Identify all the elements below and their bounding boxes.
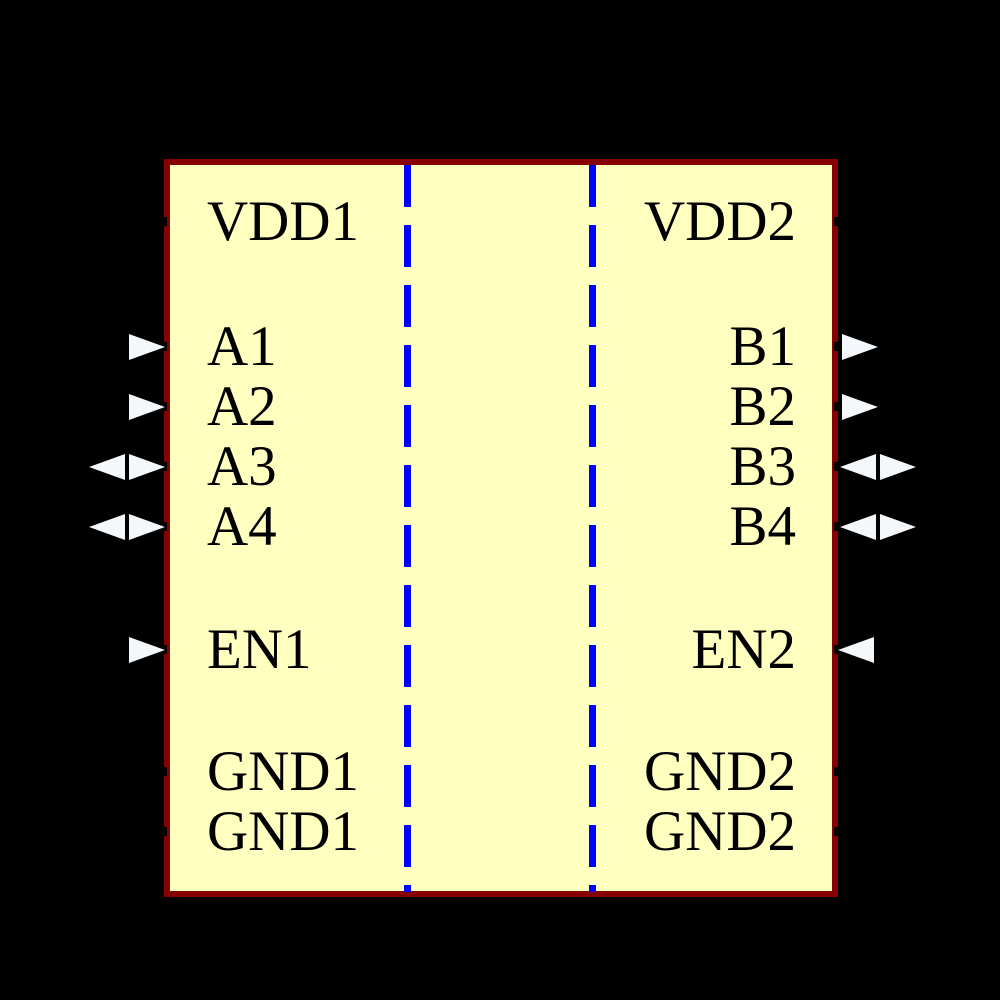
input-arrow-icon-a2 [129, 394, 165, 420]
pin-label-b4: B4 [729, 495, 796, 558]
pin-label-en1: EN1 [207, 618, 312, 681]
pin-label-gnd2-a: GND2 [644, 740, 796, 803]
isolation-barrier-line-left [404, 165, 411, 892]
pin-label-gnd2-b: GND2 [644, 800, 796, 863]
pin-label-b1: B1 [729, 315, 796, 378]
pin-stub-gnd1-b [153, 827, 167, 836]
bidirectional-arrow-icon-b3 [840, 454, 916, 480]
pin-stub-gnd2-b [834, 827, 848, 836]
pin-label-b2: B2 [729, 375, 796, 438]
output-arrow-icon-b1 [842, 334, 878, 360]
pin-label-a1: A1 [207, 315, 277, 378]
pin-stub-gnd1-a [153, 767, 167, 776]
pin-label-a2: A2 [207, 375, 277, 438]
pin-stub-b3 [834, 462, 848, 471]
input-arrow-icon-en2 [838, 637, 874, 663]
pin-stub-gnd2-a [834, 767, 848, 776]
pin-stub-vdd2 [834, 217, 848, 226]
pin-label-vdd1: VDD1 [207, 190, 359, 253]
input-arrow-icon-en1 [129, 637, 165, 663]
bidirectional-arrow-icon-b4 [840, 514, 916, 540]
pin-label-gnd1-a: GND1 [207, 740, 359, 803]
input-arrow-icon-a1 [129, 334, 165, 360]
pin-label-gnd1-b: GND1 [207, 800, 359, 863]
pin-stub-b4 [834, 522, 848, 531]
pin-stub-b2 [834, 402, 848, 411]
pin-label-a4: A4 [207, 495, 277, 558]
isolator-body [164, 159, 838, 897]
bidirectional-arrow-icon-a3 [89, 454, 165, 480]
bidirectional-arrow-icon-a4 [89, 514, 165, 540]
pin-label-en2: EN2 [691, 618, 796, 681]
pin-label-b3: B3 [729, 435, 796, 498]
pin-stub-b1 [834, 342, 848, 351]
isolation-barrier-line-right [589, 165, 596, 892]
pin-label-vdd2: VDD2 [644, 190, 796, 253]
pin-label-a3: A3 [207, 435, 277, 498]
pin-stub-vdd1 [153, 217, 167, 226]
output-arrow-icon-b2 [842, 394, 878, 420]
